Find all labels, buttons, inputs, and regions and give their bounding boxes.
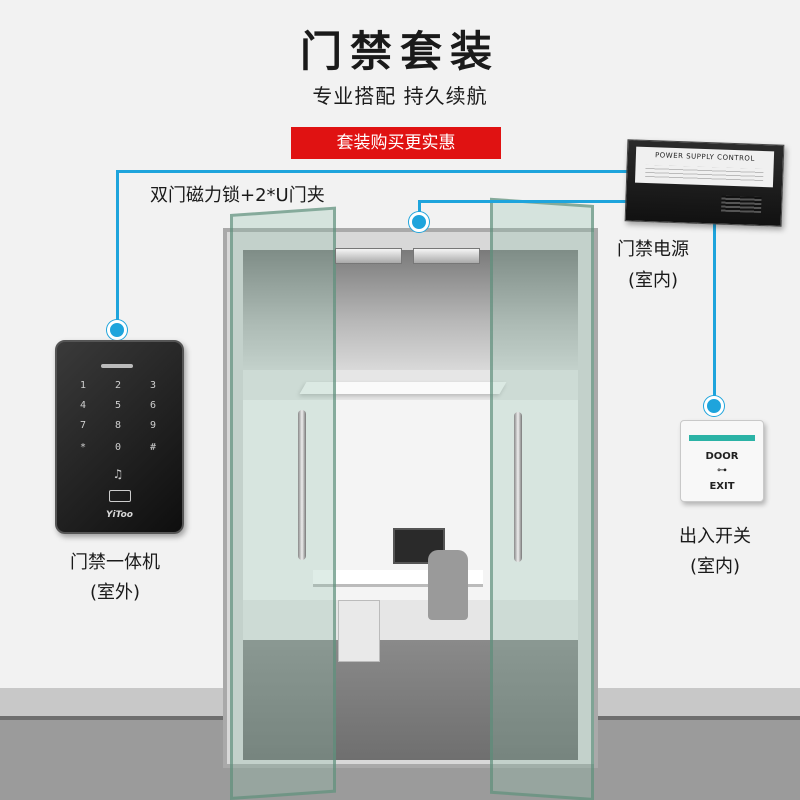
key-7: 7 bbox=[79, 420, 87, 431]
psu-spec-lines bbox=[645, 164, 764, 184]
key-1: 1 bbox=[79, 380, 87, 391]
bell-icon: ♫ bbox=[112, 467, 124, 481]
exit-location: (室内) bbox=[689, 556, 741, 577]
power-label: 门禁电源 bbox=[617, 239, 689, 260]
page-title: 门禁套装 bbox=[299, 27, 500, 76]
keypad-brand: YiToo bbox=[106, 510, 133, 520]
key-5: 5 bbox=[114, 400, 122, 411]
key-3: 3 bbox=[149, 380, 157, 391]
exit-door-text: DOOR bbox=[705, 451, 739, 462]
office-chair bbox=[428, 550, 468, 620]
exit-indicator-bar bbox=[689, 435, 755, 441]
ceiling bbox=[243, 250, 578, 370]
key-0: 0 bbox=[114, 442, 122, 453]
power-supply-box: POWER SUPPLY CONTROL bbox=[624, 139, 785, 227]
maglock-left bbox=[335, 248, 402, 264]
exit-exit-text: EXIT bbox=[709, 481, 735, 492]
power-location: (室内) bbox=[627, 270, 679, 291]
carpet bbox=[243, 640, 578, 760]
cabinet bbox=[338, 600, 380, 662]
maglock-right bbox=[413, 248, 480, 264]
connector-line bbox=[116, 170, 119, 330]
door-handle-left bbox=[298, 410, 306, 560]
exit-label: 出入开关 bbox=[679, 526, 751, 547]
access-keypad: 1 2 3 4 5 6 7 8 9 * 0 # ♫ YiToo bbox=[55, 340, 184, 534]
page-subtitle: 专业搭配 持久续航 bbox=[312, 84, 488, 108]
psu-vent bbox=[721, 195, 762, 213]
connector-line bbox=[418, 200, 421, 220]
psu-label-plate: POWER SUPPLY CONTROL bbox=[634, 146, 775, 188]
connector-line bbox=[713, 218, 716, 398]
card-reader-icon bbox=[109, 490, 131, 502]
glass-door-right bbox=[490, 197, 594, 800]
key-6: 6 bbox=[149, 400, 157, 411]
connector-dot bbox=[107, 320, 127, 340]
key-star: * bbox=[79, 442, 87, 453]
connector-dot bbox=[409, 212, 429, 232]
maglock-label: 双门磁力锁+2*U门夹 bbox=[150, 185, 325, 206]
door-handle-right bbox=[514, 412, 522, 562]
keypad-label: 门禁一体机 bbox=[70, 552, 160, 573]
connector-dot bbox=[704, 396, 724, 416]
promo-badge: 套装购买更实惠 bbox=[291, 127, 501, 159]
exit-switch: DOOR ⊶ EXIT bbox=[680, 420, 764, 502]
glass-door-left bbox=[230, 206, 336, 800]
connector-line bbox=[116, 170, 628, 173]
key-2: 2 bbox=[114, 380, 122, 391]
connector-line bbox=[418, 200, 628, 203]
keypad-indicator bbox=[101, 364, 133, 368]
psu-title: POWER SUPPLY CONTROL bbox=[654, 151, 755, 163]
key-4: 4 bbox=[79, 400, 87, 411]
key-9: 9 bbox=[149, 420, 157, 431]
key-hash: # bbox=[149, 442, 157, 453]
keypad-location: (室外) bbox=[89, 582, 141, 603]
key-icon: ⊶ bbox=[717, 465, 727, 476]
key-8: 8 bbox=[114, 420, 122, 431]
